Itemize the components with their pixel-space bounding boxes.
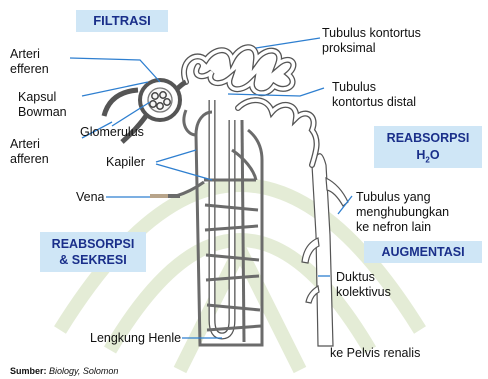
source-credit: Sumber: Biology, Solomon [10,366,118,376]
capillary-network [176,110,262,345]
label-vena: Vena [76,190,105,205]
label-pelvis-renalis: ke Pelvis renalis [330,346,420,361]
reabsorpsi-h2o-box: REABSORPSI H2O [374,126,482,168]
reabsorpsi-h2o-line2: H2O [374,147,482,169]
reabsorpsi-sekresi-line2: & SEKRESI [40,252,146,268]
reabsorpsi-h2o-line1: REABSORPSI [374,130,482,147]
source-prefix: Sumber: [10,366,47,376]
filtrasi-box: FILTRASI [76,10,168,32]
reabsorpsi-sekresi-line1: REABSORPSI [40,236,146,252]
augmentasi-box: AUGMENTASI [364,241,482,263]
source-text: Biology, Solomon [49,366,118,376]
label-kapiler: Kapiler [106,155,145,170]
label-glomerulus: Glomerulus [80,125,144,140]
reabsorpsi-sekresi-box: REABSORPSI & SEKRESI [40,232,146,272]
bowman-capsule [140,80,180,120]
capsule-neck [176,82,186,90]
label-lengkung-henle: Lengkung Henle [90,331,181,346]
